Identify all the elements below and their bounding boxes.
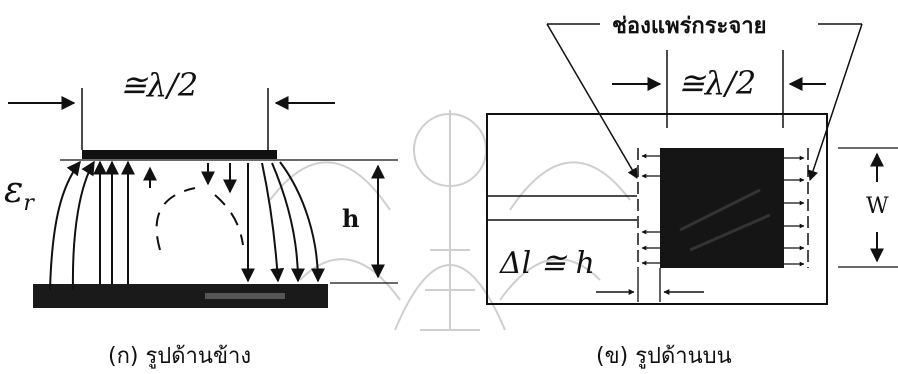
patch-conductor [82,150,277,159]
side-height-label: h [342,204,360,233]
side-view-caption: (ก) รูปด้านข้าง [108,344,252,369]
slot-leader-right [808,23,863,181]
slot-label: ช่องแพร่กระจาย [612,14,767,39]
delta-l-label: Δl ≅ h [500,246,595,281]
slot-left-arrows [641,153,660,266]
side-width-label: ≅λ/2 [120,66,199,104]
top-width-label: ≅λ/2 [678,64,757,102]
slot-right-arrows [784,155,805,267]
w-dimension-label: W [866,194,889,219]
ground-hatch [205,293,285,299]
top-view [486,23,898,305]
patch-texture [679,188,771,252]
epsilon-subscript: r [23,191,34,217]
watermark-emblem [269,110,631,331]
field-lines [49,160,325,291]
side-view [8,88,398,308]
top-view-caption: (ข) รูปด้านบน [596,344,732,369]
epsilon-symbol: ε [4,170,24,211]
epsilon-label: εr [4,170,34,216]
field-lines-dashed [143,166,244,251]
substrate-outline [486,113,828,305]
slot-leader-left [546,23,638,179]
